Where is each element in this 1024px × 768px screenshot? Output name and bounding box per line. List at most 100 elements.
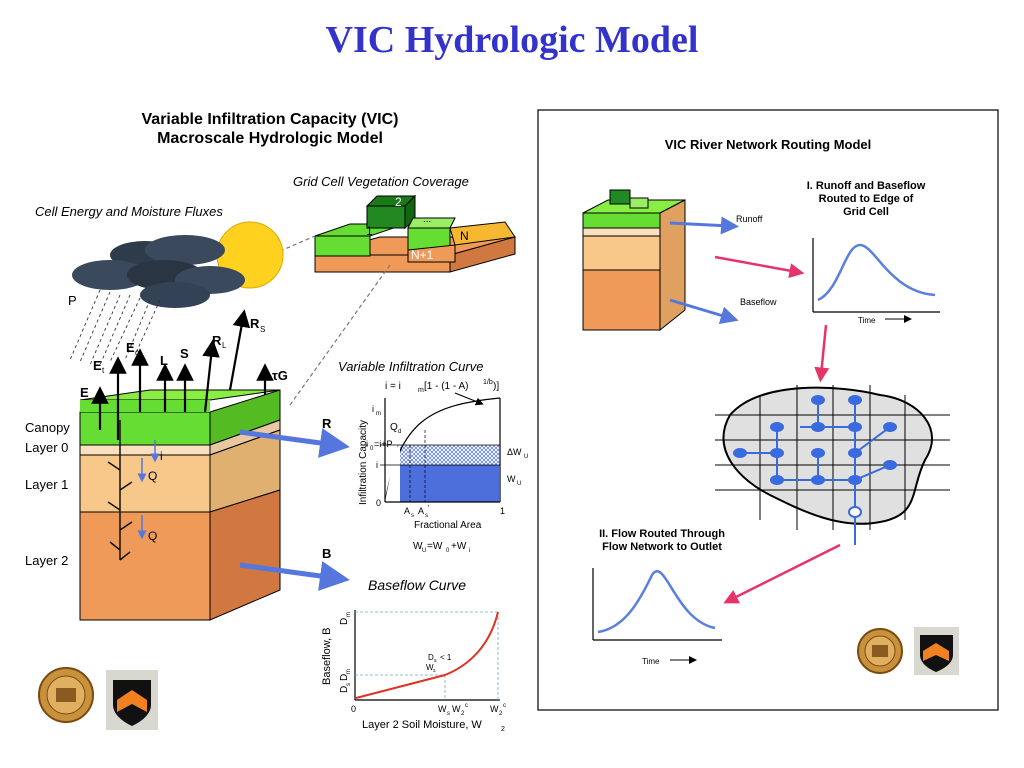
right-panel: VIC River Network Routing Model I. Runof… — [537, 109, 999, 711]
baseflow-w2c: W — [490, 704, 499, 714]
flux-ec: E — [126, 340, 135, 355]
veg-tile-1: 1 — [366, 224, 373, 238]
princeton-shield-logo — [106, 670, 158, 730]
infiltration-equation-sup: 1/b — [483, 379, 493, 386]
flux-r: R — [322, 416, 332, 431]
flux-q1: Q — [148, 469, 157, 483]
infiltration-qd-sub: d — [398, 429, 401, 435]
flux-rs: R — [250, 316, 260, 331]
flux-p: P — [68, 293, 77, 308]
infiltration-dwu: ΔW — [507, 447, 522, 457]
layer-2-label: Layer 2 — [25, 553, 68, 568]
flux-tg: τG — [272, 368, 288, 383]
veg-tile-2: 2 — [395, 195, 402, 209]
flux-rs-sub: S — [260, 325, 265, 334]
flux-ec-sub: c — [135, 348, 139, 357]
flux-b: B — [322, 546, 331, 561]
flux-l: L — [160, 353, 168, 368]
infiltration-balance-sub2: 0 — [446, 548, 450, 554]
baseflow-zero: 0 — [351, 704, 356, 714]
infiltration-balance-sub3: i — [469, 548, 470, 554]
infiltration-wu: W — [507, 474, 516, 484]
infiltration-equation-sub: m — [418, 387, 424, 394]
energy-fluxes-label: Cell Energy and Moisture Fluxes — [35, 204, 223, 219]
infiltration-i0-sub: 0 — [370, 446, 374, 452]
infiltration-as-sub: s — [411, 513, 414, 519]
baseflow-dm: D — [339, 618, 350, 625]
baseflow-w2c-sub: 2 — [499, 711, 503, 717]
hydrograph-1: Time — [812, 238, 940, 325]
infiltration-im-sub: m — [376, 411, 381, 417]
flux-e: E — [80, 385, 89, 400]
baseflow-wsw2c-sub: s — [447, 711, 450, 717]
baseflow-ylabel: Baseflow, B — [321, 628, 333, 685]
slide-title: VIC Hydrologic Model — [325, 19, 699, 61]
routing-heading: VIC River Network Routing Model — [665, 137, 872, 152]
baseflow-w2c-sup: c — [503, 703, 506, 709]
infiltration-zero: 0 — [376, 498, 381, 508]
veg-tile-n1: N+1 — [411, 248, 434, 262]
infiltration-as2-sub: s — [425, 513, 428, 519]
baseflow-label: Baseflow — [740, 297, 777, 307]
river-basin-network — [715, 385, 950, 545]
infiltration-one: 1 — [500, 506, 505, 516]
flux-et: E — [93, 358, 102, 373]
infiltration-ylabel: Infiltration Capacity — [358, 420, 369, 505]
baseflow-wsw2c: W — [438, 704, 447, 714]
infiltration-im: i — [372, 404, 374, 414]
infiltration-i-tick: i — [376, 460, 378, 470]
infiltration-qd: Q — [390, 422, 398, 433]
hydrograph-2: Time — [592, 568, 722, 666]
baseflow-dsdm-sub: s — [346, 683, 352, 686]
runoff-label: Runoff — [736, 214, 763, 224]
university-seal-logo-small — [857, 628, 903, 674]
step2-line2: Flow Network to Outlet — [602, 541, 722, 553]
time-label-2: Time — [642, 657, 660, 666]
baseflow-curve-chart: Baseflow Curve D m D s D m Baseflow, B 0… — [321, 577, 506, 733]
baseflow-xlabel-sub: 2 — [501, 726, 505, 733]
infiltration-dwu-sub: U — [524, 454, 528, 460]
layer-0-label: Layer 0 — [25, 440, 68, 455]
time-label-1: Time — [858, 316, 876, 325]
flux-s: S — [180, 346, 189, 361]
baseflow-dsdm: D — [339, 686, 350, 693]
flux-i: i — [160, 449, 163, 463]
baseflow-title: Baseflow Curve — [368, 577, 466, 593]
step2-line1: II. Flow Routed Through — [599, 528, 725, 540]
infiltration-equation: i = i — [385, 381, 401, 392]
infiltration-wu-sub: U — [517, 481, 521, 487]
infiltration-balance-sub1: U — [422, 548, 426, 554]
step1-line2: Routed to Edge of — [819, 193, 914, 205]
infiltration-equation-rest: [1 - (1 - A) — [424, 381, 468, 392]
layer-1-label: Layer 1 — [25, 477, 68, 492]
left-panel: Variable Infiltration Capacity (VIC) Mac… — [25, 111, 528, 733]
infiltration-balance: W — [413, 541, 423, 552]
flux-rl: R — [212, 333, 222, 348]
soil-column — [79, 389, 281, 621]
grid-cell-block — [582, 189, 686, 332]
vegetation-coverage-label: Grid Cell Vegetation Coverage — [293, 174, 469, 189]
flux-et-sub: t — [102, 366, 105, 375]
baseflow-slope-den: W — [426, 663, 434, 672]
infiltration-i0-rest: =i+P — [374, 439, 393, 449]
infiltration-as2-sup: ' — [428, 505, 429, 512]
baseflow-wsw2c-sub2: 2 — [461, 711, 465, 717]
baseflow-xlabel: Layer 2 Soil Moisture, W — [362, 719, 482, 731]
veg-tile-dots: ... — [423, 214, 431, 225]
infiltration-balance-rest2: +W — [451, 541, 467, 552]
baseflow-wsw2c-rest: W — [452, 704, 461, 714]
infiltration-i0: i — [366, 439, 368, 449]
baseflow-slope-rest: < 1 — [440, 653, 452, 662]
left-heading-line2: Macroscale Hydrologic Model — [157, 130, 383, 147]
baseflow-wsw2c-sup: c — [465, 703, 468, 709]
infiltration-xlabel: Fractional Area — [414, 520, 482, 531]
princeton-shield-logo-small — [914, 627, 959, 675]
flux-q2: Q — [148, 529, 157, 543]
baseflow-slope-den-sub: s — [433, 668, 436, 674]
infiltration-equation-end: )] — [493, 381, 499, 392]
rain-lines — [69, 289, 161, 366]
flux-rl-sub: L — [222, 341, 227, 350]
baseflow-dsdm-rest: D — [339, 674, 350, 681]
layer-canopy-label: Canopy — [25, 420, 70, 435]
